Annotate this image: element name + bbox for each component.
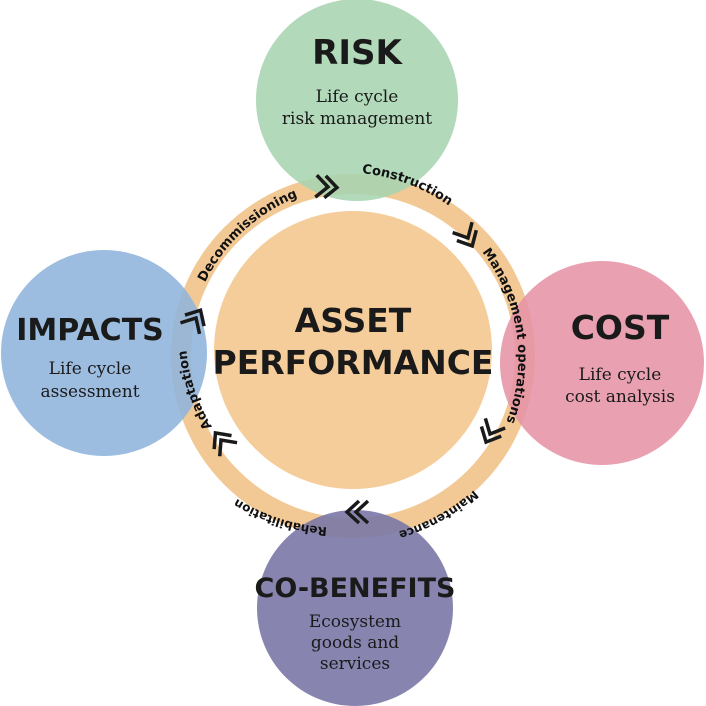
impacts-description-line1: Life cycle xyxy=(49,359,132,379)
impacts-title: IMPACTS xyxy=(16,313,164,348)
cobenefits-description-line3: services xyxy=(320,654,390,674)
center-title-line2: PERFORMANCE xyxy=(213,343,494,382)
risk-title: RISK xyxy=(312,33,403,73)
chevron-arrow-icon xyxy=(212,430,238,457)
chevron-arrow-icon xyxy=(314,173,340,200)
cobenefits-description-line1: Ecosystem xyxy=(309,612,401,632)
cost-description-line2: cost analysis xyxy=(565,387,675,407)
chevron-arrow-icon xyxy=(179,307,206,335)
cost-title: COST xyxy=(571,308,670,347)
cost-circle xyxy=(500,261,704,465)
center-title-line1: ASSET xyxy=(295,301,412,340)
cost-description-line1: Life cycle xyxy=(579,365,662,385)
chevron-arrow-icon xyxy=(344,499,370,525)
impacts-circle xyxy=(1,250,207,456)
cobenefits-description-line2: goods and xyxy=(311,633,399,653)
risk-circle xyxy=(256,0,458,201)
center-circle xyxy=(214,211,492,489)
chevron-arrow-icon xyxy=(479,417,506,445)
cobenefits-title: CO-BENEFITS xyxy=(255,573,456,604)
impacts-description-line2: assessment xyxy=(40,382,139,402)
cobenefits-circle xyxy=(257,510,453,706)
risk-description-line1: Life cycle xyxy=(316,87,399,107)
risk-description-line2: risk management xyxy=(282,109,432,129)
chevron-arrow-icon xyxy=(452,221,478,249)
